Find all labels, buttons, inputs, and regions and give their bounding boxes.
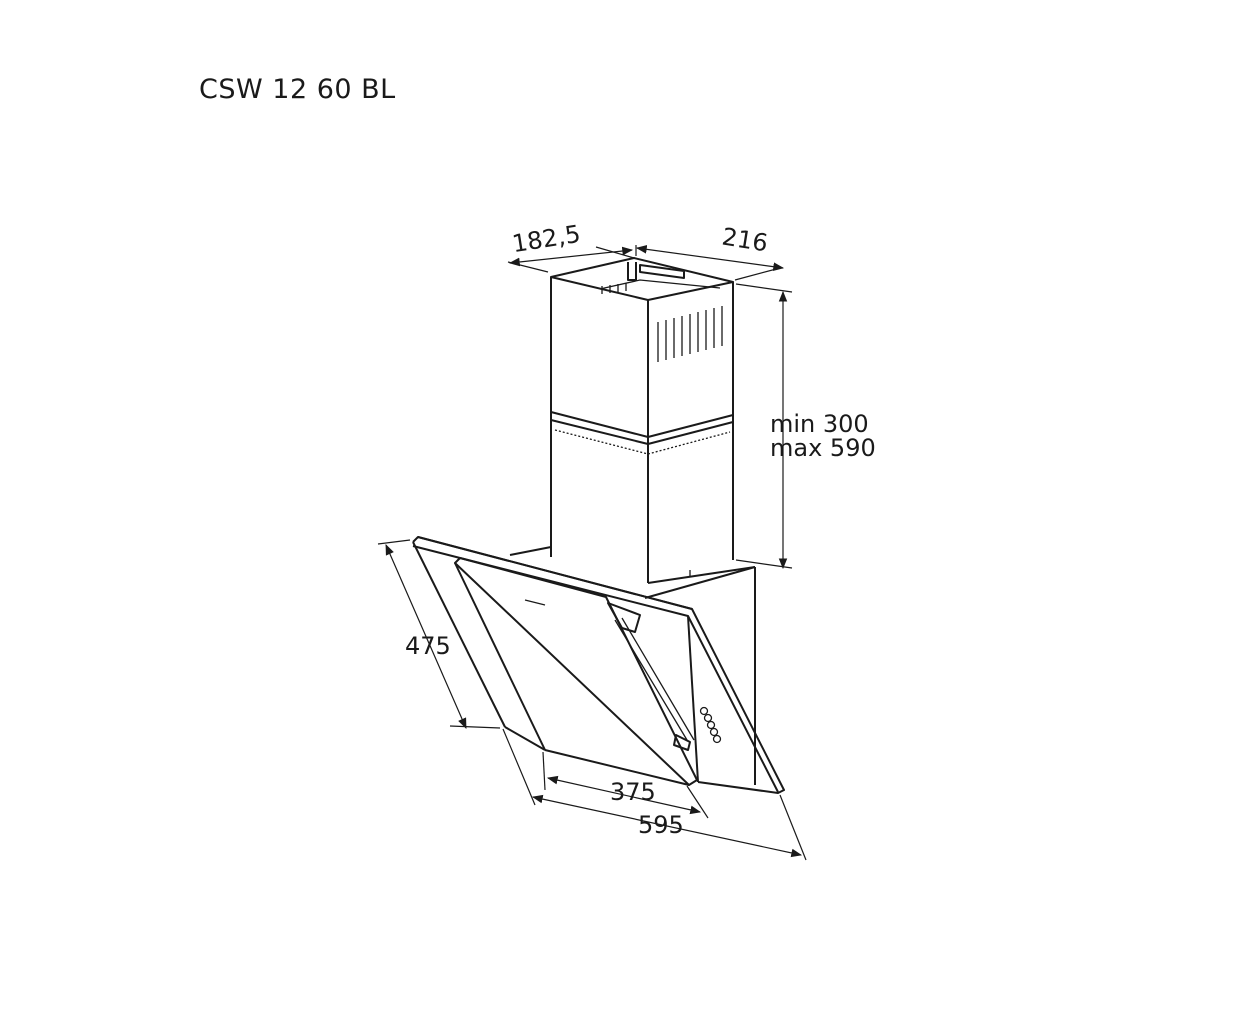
hood-body bbox=[412, 536, 785, 794]
label-inner-width: 375 bbox=[610, 778, 656, 806]
dimension-depth-chimney: 182,5 bbox=[507, 220, 635, 273]
dimension-inner-width: 375 bbox=[542, 751, 709, 819]
chimney-lower bbox=[550, 412, 756, 584]
label-panel-height: 475 bbox=[405, 632, 451, 660]
label-height-max: max 590 bbox=[770, 434, 876, 462]
dimension-height: min 300 max 590 bbox=[735, 283, 876, 570]
dimension-total-width: 595 bbox=[502, 728, 807, 861]
dimension-panel-height: 475 bbox=[377, 539, 501, 729]
label-depth-chimney: 182,5 bbox=[510, 220, 582, 258]
dimension-width-chimney: 216 bbox=[635, 223, 785, 281]
label-width-chimney: 216 bbox=[720, 223, 770, 258]
chimney-upper bbox=[550, 257, 734, 438]
vent-slots bbox=[657, 306, 723, 362]
label-total-width: 595 bbox=[638, 811, 684, 839]
label-height-min: min 300 bbox=[770, 410, 869, 438]
model-title: CSW 12 60 BL bbox=[199, 74, 396, 105]
control-buttons bbox=[699, 706, 722, 744]
